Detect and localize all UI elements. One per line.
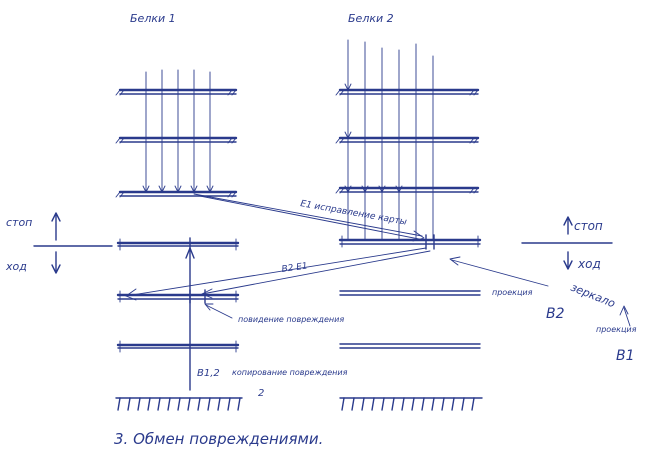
left-ground	[115, 397, 243, 411]
projection-b2-arrow	[449, 256, 549, 287]
right-plate-5	[339, 290, 481, 296]
right-ground	[339, 397, 483, 411]
left-legend-stop: стоп	[6, 216, 32, 229]
projection-b1-word: проекция	[596, 325, 637, 334]
left-legend-go: ход	[5, 260, 27, 273]
left-legend: стоп ход	[5, 212, 113, 274]
projection-b1-arrow	[619, 305, 631, 327]
left-vertical-lines	[145, 69, 211, 193]
right-plate-4-damaged	[338, 234, 482, 250]
left-plate-6	[116, 340, 240, 353]
left-plate-5-damaged	[116, 289, 240, 304]
new-lesion-pointer	[204, 303, 233, 319]
left-plate-1	[115, 88, 238, 96]
b2e1-annotation: B2 E1	[281, 261, 308, 275]
copy-lesion-annotation: копирование повреждения	[232, 368, 348, 377]
left-upward-arrow	[185, 247, 195, 391]
projection-b1-letter: B1	[616, 348, 635, 364]
right-plate-6	[339, 343, 481, 349]
right-legend-go: ход	[577, 257, 601, 271]
right-column	[335, 39, 483, 411]
right-plate-1	[335, 88, 480, 96]
right-plate-3	[335, 186, 480, 194]
left-column-label: Белки 1	[130, 12, 176, 25]
mirror-annotation: зеркало	[569, 281, 617, 311]
projection-b2-letter: B2	[546, 306, 565, 322]
figure-caption: 3. Обмен повреждениями.	[114, 430, 323, 448]
right-legend-stop: стоп	[574, 219, 603, 233]
right-plate-2	[335, 136, 480, 144]
left-column	[115, 69, 243, 411]
b2-return-arrow	[125, 247, 431, 301]
b12-label: B1,2	[197, 368, 220, 379]
left-plate-4	[116, 237, 240, 252]
new-lesions-annotation: повидение повреждения	[238, 315, 344, 324]
e1-transfer-arrow	[193, 193, 425, 242]
projection-b2-word: проекция	[492, 288, 533, 297]
copy-lesion-index: 2	[258, 388, 264, 399]
left-plate-3	[115, 190, 238, 198]
right-column-label: Белки 2	[348, 12, 394, 25]
right-legend: стоп ход	[521, 216, 613, 271]
left-plate-2	[115, 136, 238, 144]
